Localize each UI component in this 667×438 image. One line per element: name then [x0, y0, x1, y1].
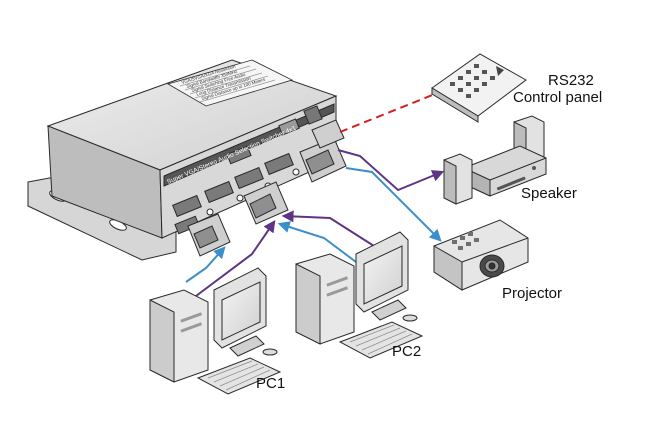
control-panel-label: Control panel — [513, 89, 603, 106]
pc2-workstation — [295, 231, 424, 359]
pc1-label: PC1 — [256, 375, 286, 392]
rs232-cable — [339, 91, 441, 133]
rs232-control-panel — [431, 53, 527, 123]
audio-cable-pc1 — [195, 220, 276, 297]
audio-cable-to-speaker — [337, 149, 445, 192]
pc2-label: PC2 — [392, 343, 422, 360]
switcher-device — [27, 59, 338, 261]
rs232-plug — [311, 119, 345, 149]
projector — [433, 219, 529, 291]
projector-label: Projector — [502, 285, 563, 302]
pc2-keyboard — [338, 321, 424, 359]
vga-cable-pc1 — [185, 246, 226, 283]
audio-cable-pc2 — [281, 210, 375, 247]
rs232-label: RS232 — [548, 72, 594, 89]
speaker-label: Speaker — [521, 185, 577, 202]
pc1-workstation — [149, 267, 282, 395]
cables — [185, 91, 445, 297]
speaker-system — [443, 115, 547, 205]
pc1-keyboard — [196, 357, 282, 395]
vga-connectors — [187, 119, 347, 257]
spec-label-plate — [166, 59, 294, 107]
vga-cable-pc2 — [277, 221, 357, 263]
vga-cable-to-projector — [345, 167, 442, 242]
